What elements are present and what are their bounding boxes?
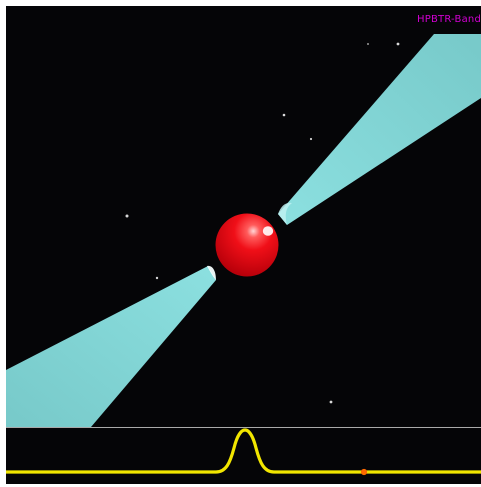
star bbox=[155, 276, 159, 280]
star bbox=[125, 214, 129, 218]
pulse-profile-panel bbox=[6, 428, 481, 484]
pulse-trace bbox=[6, 428, 481, 474]
star bbox=[282, 113, 286, 117]
star bbox=[309, 137, 313, 141]
lower-left-beam bbox=[6, 265, 216, 427]
star bbox=[329, 400, 333, 404]
observer-marker bbox=[360, 468, 368, 476]
simulation-viewport: HPBTR-Band bbox=[6, 6, 481, 484]
watermark-text: HPBTR-Band bbox=[417, 14, 481, 25]
star-field bbox=[125, 42, 400, 404]
upper-right-beam bbox=[278, 34, 481, 225]
star bbox=[396, 42, 400, 46]
pulsar-scene: HPBTR-Band bbox=[6, 6, 481, 427]
star bbox=[367, 43, 369, 45]
pulsar bbox=[215, 213, 279, 277]
panel-divider bbox=[6, 427, 481, 428]
